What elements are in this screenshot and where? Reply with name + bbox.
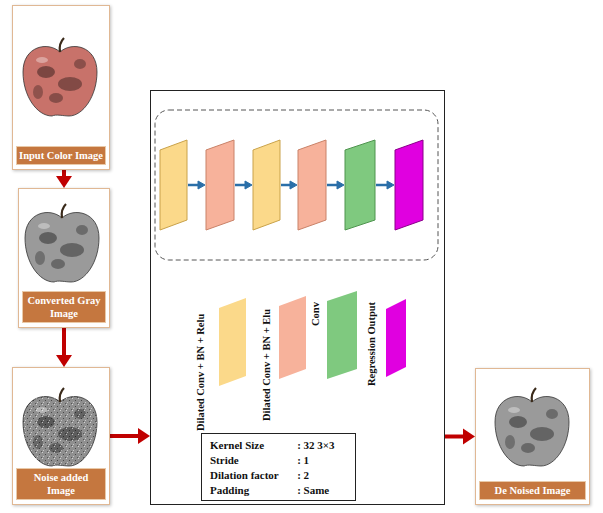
image-caption: De Noised Image — [479, 481, 586, 500]
dilated-elu-layer — [298, 140, 326, 230]
legend-swatch — [219, 298, 246, 386]
flow-arrow — [56, 328, 72, 367]
parameter-table: Kernel Size : 32 3×3Stride : 1 Dilation fac… — [201, 433, 356, 501]
image-frame: Input Color Image — [12, 5, 110, 170]
flow-arrow — [445, 429, 475, 445]
legend-swatch — [327, 291, 357, 379]
arrowhead — [463, 429, 475, 445]
arrowhead — [138, 428, 150, 444]
image-frame: Noise added Image — [12, 367, 110, 505]
flow-arrow — [56, 170, 72, 188]
parameter-text: Padding — [210, 483, 291, 497]
legend-swatch — [386, 299, 406, 377]
dilated-relu-layer — [253, 140, 280, 230]
arrowhead — [56, 176, 72, 188]
image-caption: Noise added Image — [16, 468, 106, 500]
flow-arrow — [188, 184, 199, 187]
parameter-text: : 32 3×3 — [297, 438, 347, 452]
dilated-relu-layer — [160, 140, 187, 230]
parameter-text: Dilation factor — [210, 468, 291, 482]
legend-label: Regression Output — [365, 302, 378, 386]
noisy-apple — [23, 388, 97, 466]
flow-arrowhead — [198, 181, 205, 189]
flow-arrow — [110, 428, 150, 444]
parameter-text: Stride — [210, 453, 291, 467]
flow-arrows — [188, 181, 394, 189]
denoised-apple — [495, 388, 569, 466]
color-apple — [23, 38, 97, 116]
flow-arrowhead — [387, 181, 394, 189]
image-caption: Input Color Image — [16, 146, 106, 165]
parameter-text: : 1 — [297, 453, 347, 467]
legend-label: Dilated Conv + BN + Relu — [194, 314, 207, 431]
regression-layer — [395, 140, 423, 230]
conv-layer — [345, 140, 375, 230]
arrowhead — [56, 355, 72, 367]
legend-swatch — [279, 296, 306, 379]
flow-arrowhead — [337, 181, 344, 189]
noise-overlay — [23, 397, 97, 466]
image-frame: Converted Gray Image — [18, 188, 110, 328]
legend-label: Conv — [309, 302, 322, 326]
network-panel: Kernel Size : 32 3×3Stride : 1 Dilation fac… — [150, 90, 445, 505]
gray-apple — [25, 204, 99, 282]
parameter-text: Kernel Size — [210, 438, 291, 452]
flow-arrowhead — [290, 181, 297, 189]
arrow-shaft — [62, 328, 66, 356]
arrow-shaft — [445, 435, 464, 439]
image-frame: De Noised Image — [475, 368, 590, 505]
parameter-text: : Same — [297, 483, 347, 497]
parameter-text: : 2 — [297, 468, 347, 482]
flow-arrowhead — [245, 181, 252, 189]
legend-label: Dilated Conv + BN + Elu — [260, 309, 273, 421]
network-group-outline — [155, 110, 438, 260]
flow-arrow — [376, 184, 388, 187]
flow-arrow — [327, 184, 338, 187]
arrow-shaft — [62, 170, 66, 177]
dilated-elu-layer — [206, 140, 234, 230]
image-caption: Converted Gray Image — [22, 291, 106, 323]
flow-arrow — [235, 184, 246, 187]
arrow-shaft — [110, 434, 139, 438]
